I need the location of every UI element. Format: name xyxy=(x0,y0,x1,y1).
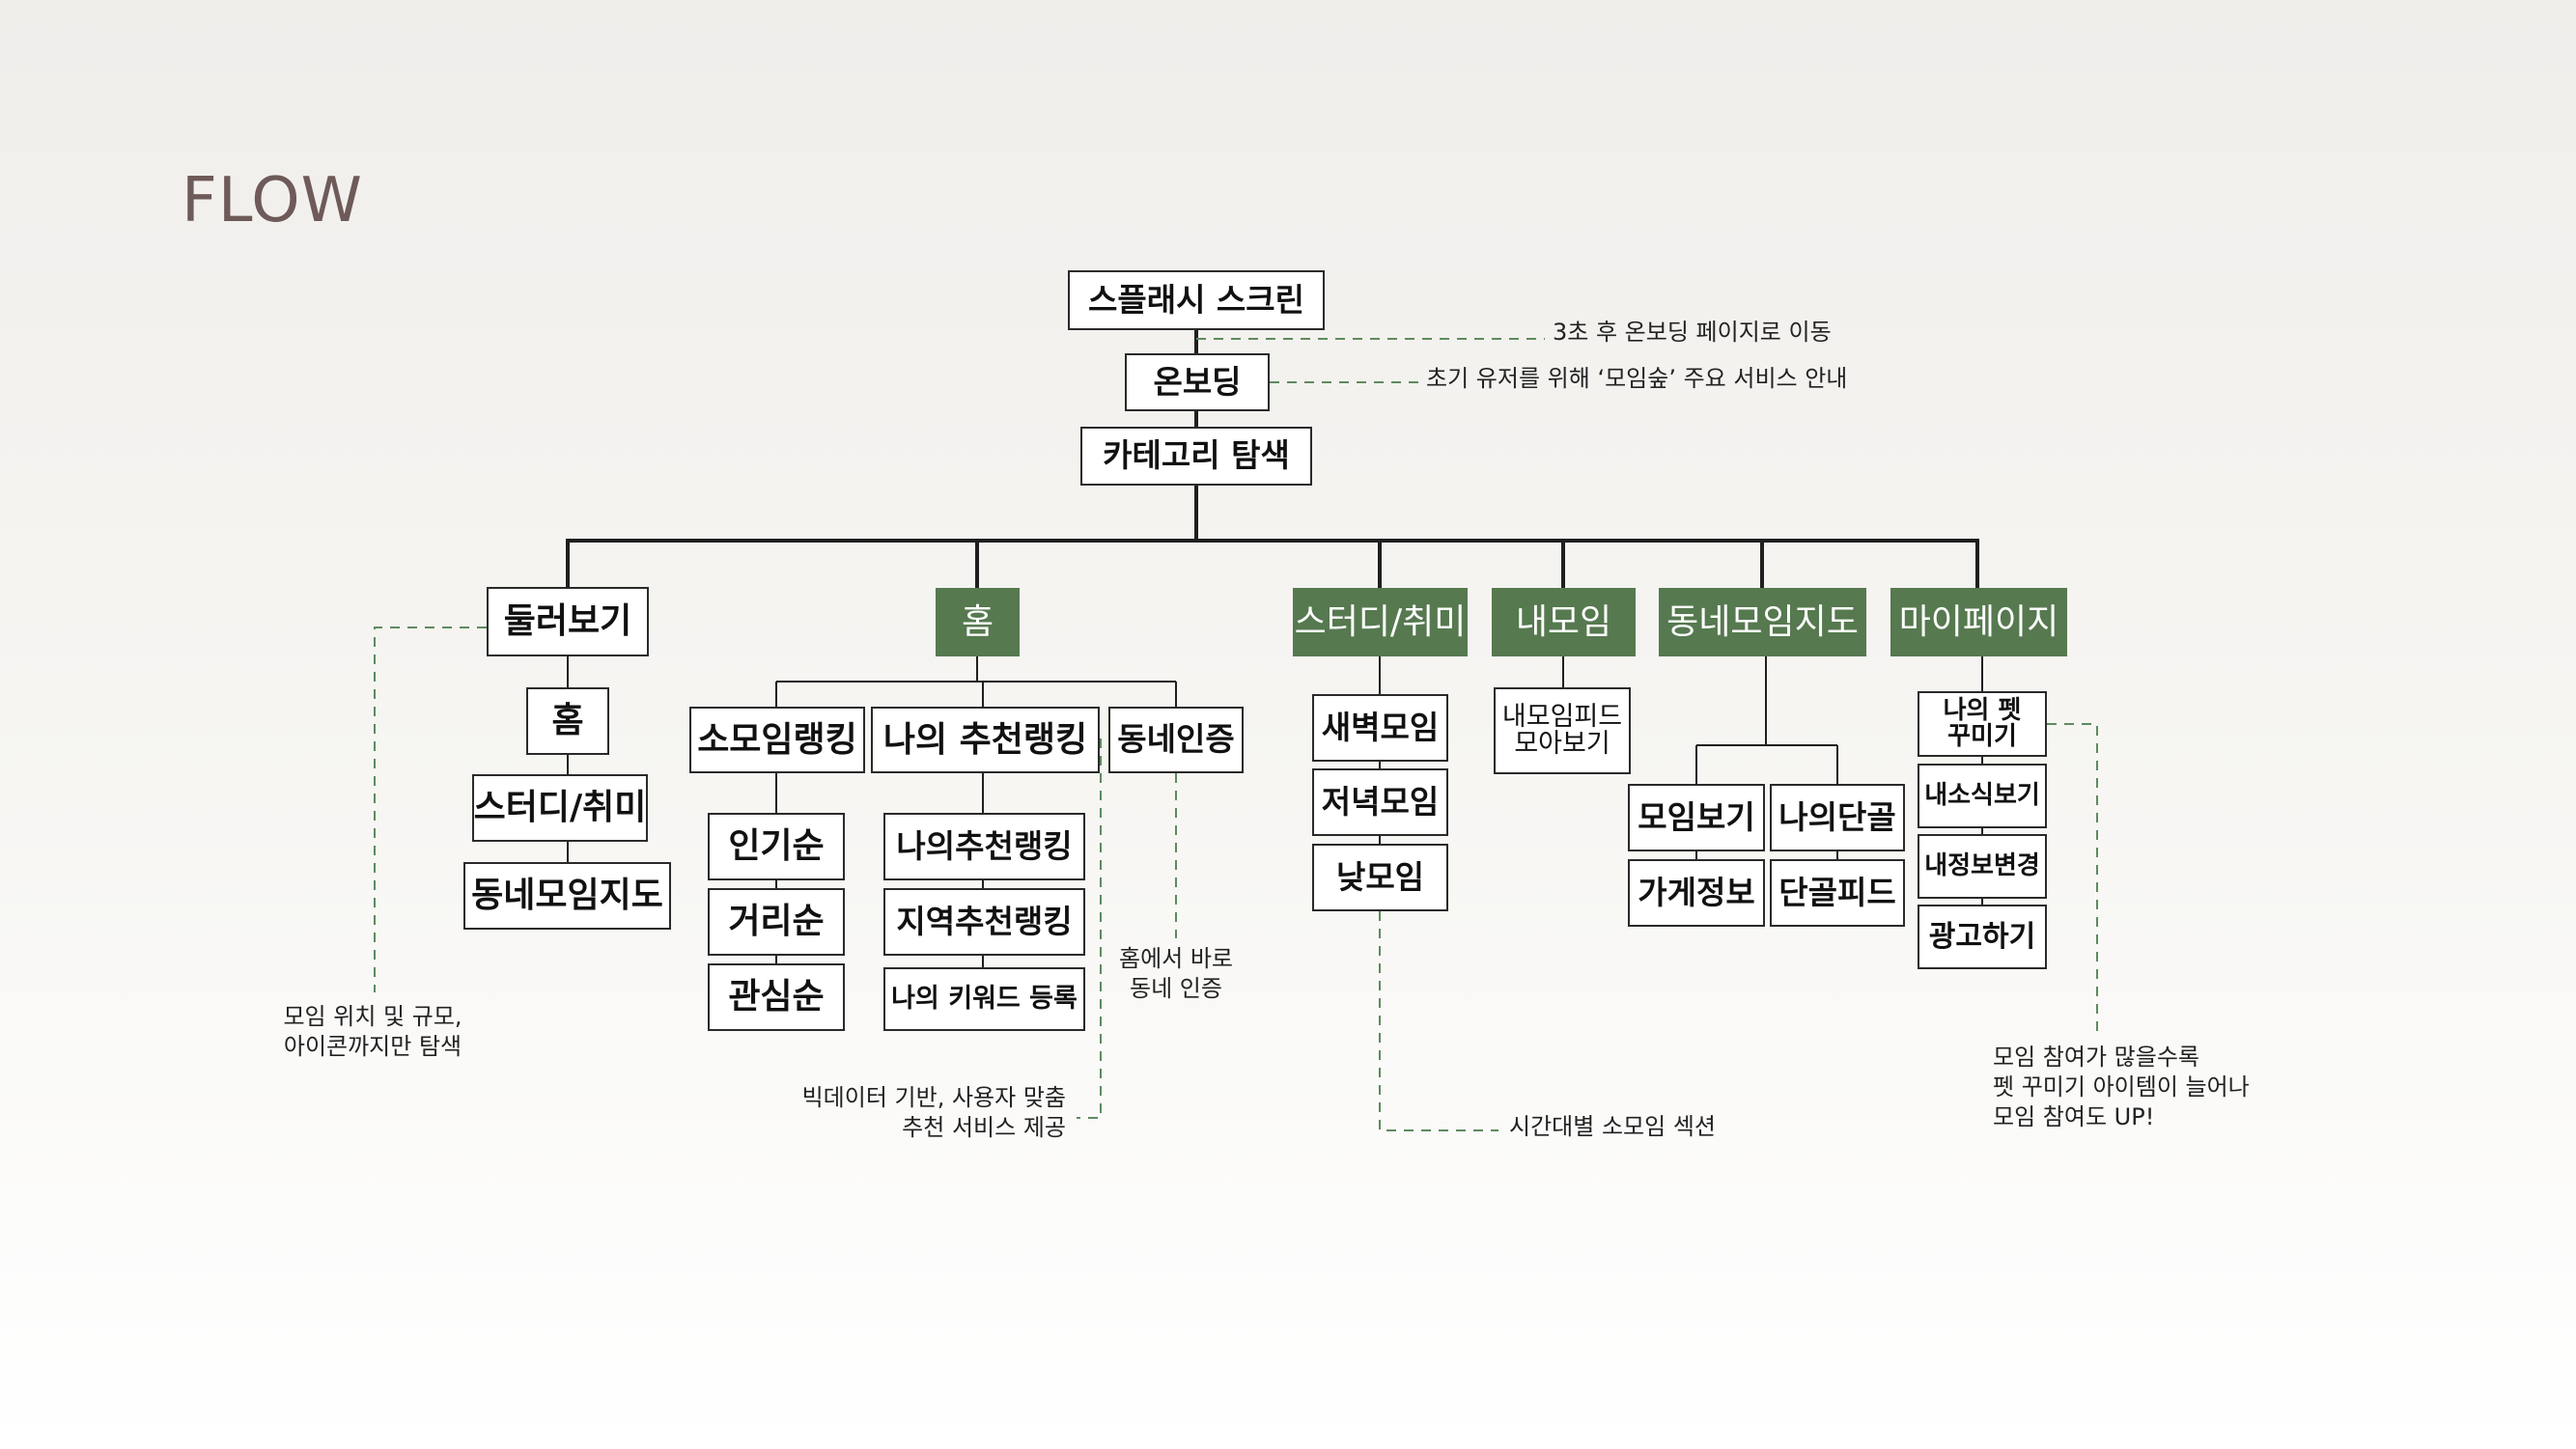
node-my-group: 내모임 xyxy=(1492,588,1636,656)
node-regular-feed: 단골피드 xyxy=(1770,859,1905,927)
node-evening-meetup: 저녁모임 xyxy=(1312,768,1448,836)
feed-label-line2: 모아보기 xyxy=(1514,729,1610,759)
pet-label-line2: 꾸미기 xyxy=(1947,722,2017,751)
note-verify-line1: 홈에서 바로 xyxy=(1118,945,1234,972)
node-my-page: 마이페이지 xyxy=(1890,588,2067,656)
note-bigdata: 빅데이터 기반, 사용자 맞춤 추천 서비스 제공 xyxy=(757,1083,1066,1143)
node-browse-study-hobby: 스터디/취미 xyxy=(472,774,648,842)
node-popular-order: 인기순 xyxy=(708,813,845,880)
leader-pet-note xyxy=(2047,723,2098,1031)
note-pet-line3: 모임 참여도 UP! xyxy=(1993,1103,2155,1131)
node-shop-info: 가게정보 xyxy=(1628,859,1765,927)
node-neighborhood-map: 동네모임지도 xyxy=(1659,588,1866,656)
node-home: 홈 xyxy=(936,588,1020,656)
node-category-explore: 카테고리 탐색 xyxy=(1080,427,1312,486)
node-browse-home: 홈 xyxy=(526,687,609,755)
node-my-regular: 나의단골 xyxy=(1770,784,1905,851)
note-pet: 모임 참여가 많을수록 펫 꾸미기 아이템이 늘어나 모임 참여도 UP! xyxy=(1993,1043,2250,1133)
node-profile-edit: 내정보변경 xyxy=(1918,834,2047,899)
note-bigdata-line1: 빅데이터 기반, 사용자 맞춤 xyxy=(801,1084,1066,1111)
node-region-recommend-rank: 지역추천랭킹 xyxy=(883,888,1085,956)
node-my-recommend-ranking: 나의 추천랭킹 xyxy=(871,707,1100,773)
node-keyword-register: 나의 키워드 등록 xyxy=(883,967,1085,1031)
node-interest-order: 관심순 xyxy=(708,963,845,1031)
node-group-view: 모임보기 xyxy=(1628,784,1765,851)
note-time-section: 시간대별 소모임 섹션 xyxy=(1509,1113,1716,1140)
node-neighborhood-verify: 동네인증 xyxy=(1108,707,1244,773)
note-onboarding: 초기 유저를 위해 ‘모임숲’ 주요 서비스 안내 xyxy=(1426,365,1848,392)
leader-time-note xyxy=(1379,911,1498,1131)
node-day-meetup: 낮모임 xyxy=(1312,844,1448,911)
node-advertise: 광고하기 xyxy=(1918,905,2047,969)
node-my-news: 내소식보기 xyxy=(1918,764,2047,828)
node-pet-decorate: 나의 펫 꾸미기 xyxy=(1918,691,2047,757)
note-splash: 3초 후 온보딩 페이지로 이동 xyxy=(1553,319,1832,346)
node-browse-neighborhood-map: 동네모임지도 xyxy=(463,862,671,930)
pet-label-line1: 나의 펫 xyxy=(1943,695,2022,725)
note-browse: 모임 위치 및 규모, 아이콘까지만 탐색 xyxy=(266,1002,479,1062)
node-onboarding: 온보딩 xyxy=(1125,353,1270,411)
leader-bigdata-note xyxy=(1077,738,1102,1119)
leader-browse-note xyxy=(374,627,487,992)
node-browse: 둘러보기 xyxy=(487,587,649,656)
note-pet-line2: 펫 꾸미기 아이템이 늘어나 xyxy=(1993,1073,2250,1101)
feed-label-line1: 내모임피드 xyxy=(1501,701,1623,732)
node-dawn-meetup: 새벽모임 xyxy=(1312,694,1448,762)
node-splash-screen: 스플래시 스크린 xyxy=(1068,270,1325,330)
node-my-group-feed: 내모임피드 모아보기 xyxy=(1494,687,1631,774)
node-study-hobby: 스터디/취미 xyxy=(1293,588,1468,656)
note-browse-line2: 아이콘까지만 탐색 xyxy=(283,1033,462,1061)
node-group-ranking: 소모임랭킹 xyxy=(689,707,865,773)
note-pet-line1: 모임 참여가 많을수록 xyxy=(1993,1044,2199,1071)
note-verify: 홈에서 바로 동네 인증 xyxy=(1099,944,1253,1004)
node-my-recommend-rank: 나의추천랭킹 xyxy=(883,813,1085,880)
node-distance-order: 거리순 xyxy=(708,888,845,956)
note-bigdata-line2: 추천 서비스 제공 xyxy=(902,1114,1066,1142)
note-browse-line1: 모임 위치 및 규모, xyxy=(283,1003,462,1030)
note-verify-line2: 동네 인증 xyxy=(1130,975,1222,1003)
page-title: FLOW xyxy=(182,165,363,237)
